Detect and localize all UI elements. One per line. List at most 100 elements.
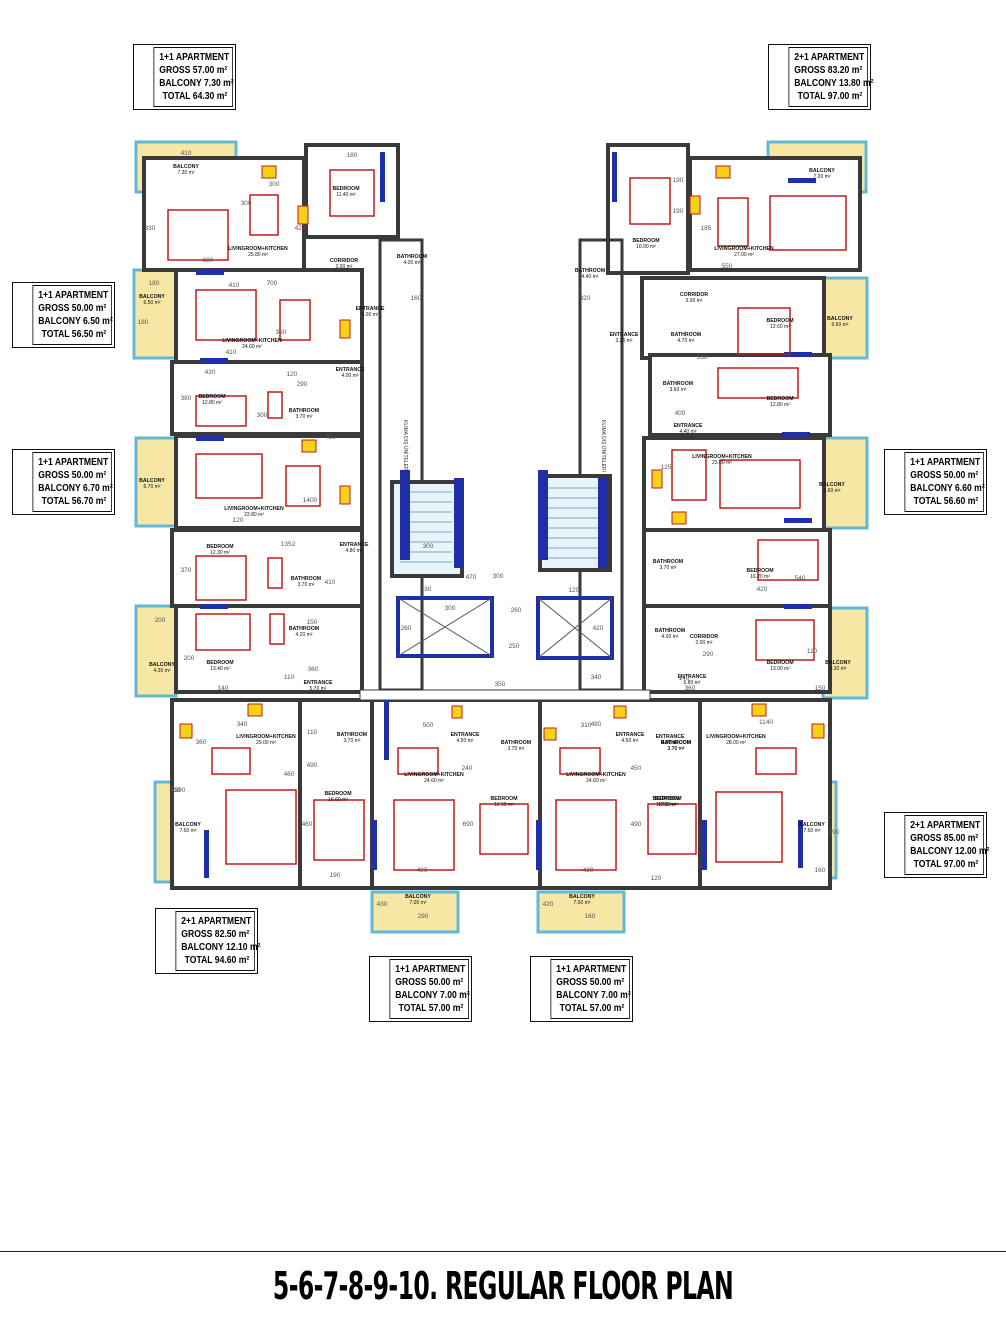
dimension-label: 460 — [284, 771, 295, 778]
room-area: 3.70 m² — [344, 738, 361, 744]
furniture — [195, 395, 247, 427]
room-label: BALCONY — [139, 478, 165, 484]
room-area: 23.00 m² — [712, 460, 732, 466]
room-area: 12.30 m² — [210, 550, 230, 556]
dimension-label: 290 — [418, 913, 429, 920]
room-label: BALCONY — [569, 894, 595, 900]
room-label: CORRIDOR — [680, 292, 708, 298]
dimension-label: 420 — [593, 625, 604, 632]
apartment-wall — [170, 360, 364, 436]
room-label: BALCONY — [149, 662, 175, 668]
room-area: 4.80 m² — [346, 548, 363, 554]
apartment-wall — [640, 276, 826, 360]
room-area: 16.60 m² — [328, 797, 348, 803]
dimension-label: 260 — [401, 625, 412, 632]
dimension-label: 300 — [269, 181, 280, 188]
room-label: BATHROOM — [671, 332, 701, 338]
kitchen-fixture — [297, 205, 309, 225]
furniture — [329, 169, 375, 217]
window — [598, 478, 608, 568]
kitchen-fixture — [613, 705, 627, 719]
window — [196, 436, 224, 441]
dimension-label: 160 — [411, 295, 422, 302]
window — [788, 178, 816, 183]
dimension-label: 110 — [284, 674, 295, 681]
dimension-label: 360 — [685, 685, 696, 692]
dimension-label: 420 — [757, 586, 768, 593]
dimension-label: 410 — [229, 282, 240, 289]
room-area: 29.00 m² — [256, 740, 276, 746]
dimension-label: 530 — [697, 354, 708, 361]
furniture — [555, 799, 617, 871]
room-label: LIVINGROOM+KITCHEN — [566, 772, 626, 778]
room-area: 16.00 m² — [636, 244, 656, 250]
room-label: BALCONY — [175, 822, 201, 828]
apartment-wall — [648, 353, 832, 437]
room-label: BEDROOM — [206, 660, 233, 666]
room-area: 3.25 m² — [616, 338, 633, 344]
dimension-label: 300 — [257, 412, 268, 419]
elevator-left — [396, 596, 494, 658]
room-area: 7.60 m² — [180, 828, 197, 834]
furniture — [267, 557, 283, 589]
room-label: BALCONY — [809, 168, 835, 174]
furniture — [269, 613, 285, 645]
room-label: BEDROOM — [766, 660, 793, 666]
dimension-label: 420 — [580, 295, 591, 302]
room-area: 24.60 m² — [586, 778, 606, 784]
furniture — [195, 555, 247, 601]
dimension-label: 360 — [196, 739, 207, 746]
window — [200, 604, 228, 609]
room-label: LIVINGROOM+KITCHEN — [222, 338, 282, 344]
window — [384, 700, 389, 760]
dimension-label: 460 — [325, 434, 336, 441]
room-label: ENTRANCE — [304, 680, 333, 686]
furniture — [629, 177, 671, 225]
furniture — [285, 465, 321, 507]
kitchen-fixture — [651, 469, 663, 489]
dimension-label: 390 — [829, 829, 840, 836]
room-area: 3.70 m² — [508, 746, 525, 752]
dimension-label: 150 — [307, 619, 318, 626]
kitchen-fixture — [301, 439, 317, 453]
apartment-wall — [642, 604, 832, 694]
dimension-label: 190 — [330, 872, 341, 879]
room-label: BALCONY — [819, 482, 845, 488]
dimension-label: 290 — [297, 381, 308, 388]
dimension-label: 300 — [423, 543, 434, 550]
room-label: BATHROOM — [397, 254, 427, 260]
room-label: BATHROOM — [501, 740, 531, 746]
dimension-label: 240 — [462, 765, 473, 772]
room-label: ENTRANCE — [616, 732, 645, 738]
dimension-label: 160 — [585, 913, 596, 920]
dimension-label: 430 — [377, 901, 388, 908]
room-area: 4.20 m² — [296, 632, 313, 638]
dimension-label: 380 — [181, 395, 192, 402]
room-area: 7.60 m² — [804, 828, 821, 834]
apartment-wall — [174, 604, 364, 694]
dimension-label: 125 — [569, 587, 580, 594]
room-area: 11.40 m² — [336, 192, 356, 198]
dimension-label: 490 — [307, 762, 318, 769]
room-label: ENTRANCE — [678, 674, 707, 680]
room-area: 6.70 m² — [144, 484, 161, 490]
room-area: 12.50 m² — [494, 802, 514, 808]
furniture — [715, 791, 783, 863]
window — [372, 820, 377, 870]
room-label: LIVINGROOM+KITCHEN — [228, 246, 288, 252]
kitchen-fixture — [715, 165, 731, 179]
room-area: 4.50 m² — [457, 738, 474, 744]
kitchen-fixture — [689, 195, 701, 215]
balcony — [134, 436, 178, 528]
dimension-label: 450 — [631, 765, 642, 772]
window — [782, 432, 810, 437]
dimension-label: 460 — [302, 821, 313, 828]
furniture — [195, 289, 257, 341]
dimension-label: 120 — [287, 371, 298, 378]
furniture — [267, 391, 283, 419]
room-label: BALCONY — [827, 316, 853, 322]
window — [538, 470, 548, 560]
dimension-label: 700 — [267, 280, 278, 287]
